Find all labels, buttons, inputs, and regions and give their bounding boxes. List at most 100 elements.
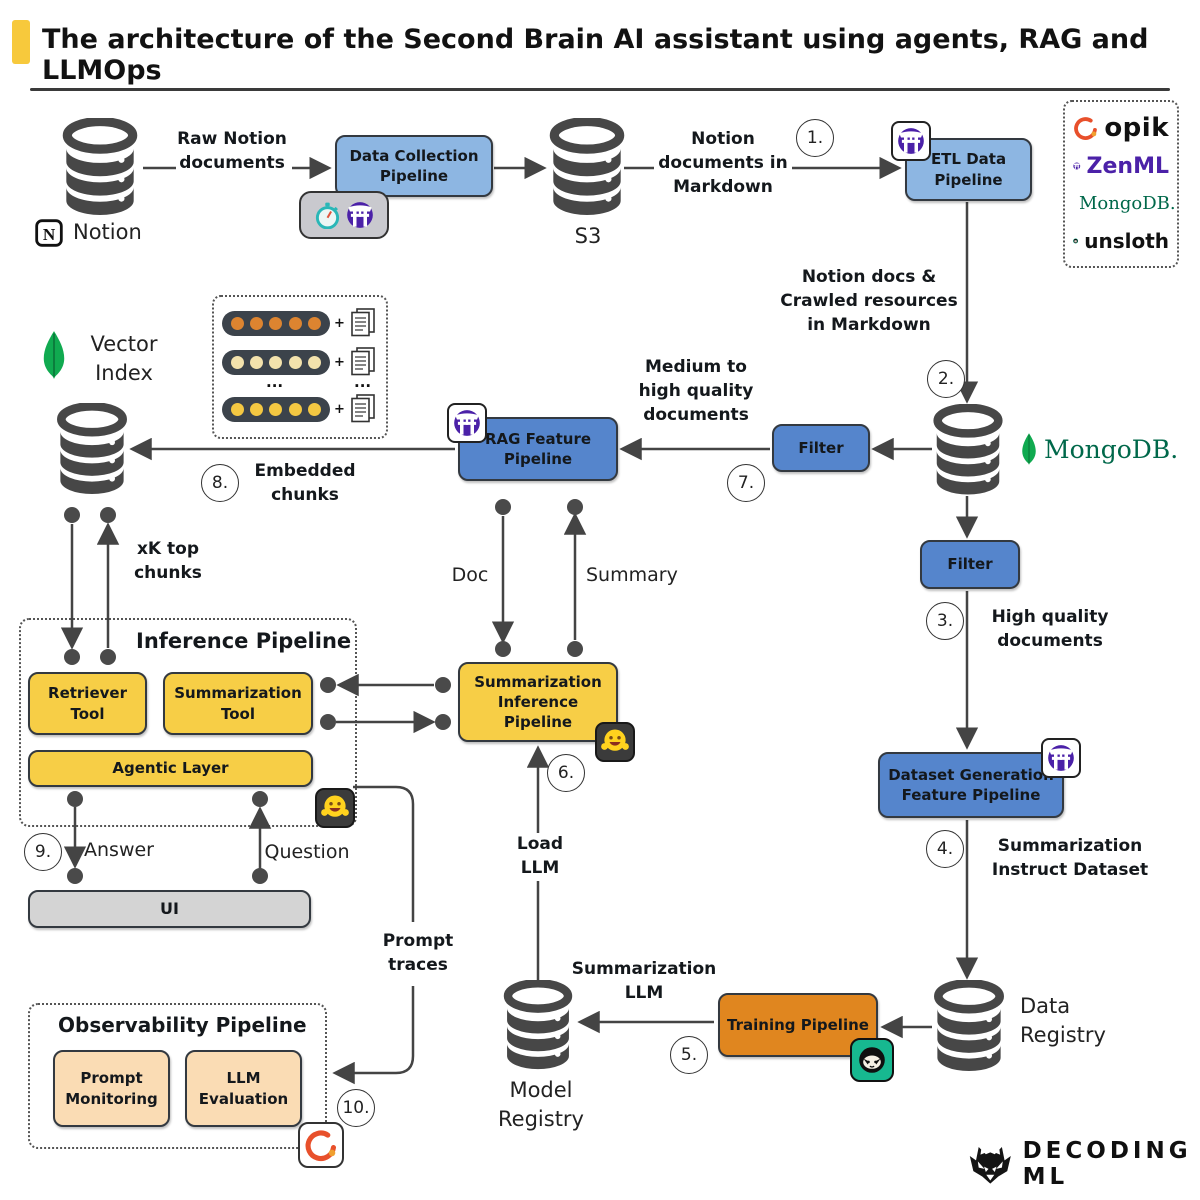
opik-logo-row: opik bbox=[1073, 113, 1169, 143]
doc-label: Doc bbox=[451, 564, 489, 586]
zenml-logo-text: ZenML bbox=[1086, 153, 1169, 179]
mongodb-side-text: MongoDB. bbox=[1044, 434, 1179, 464]
notion-database-icon bbox=[58, 118, 142, 216]
mongodb-side-logo: MongoDB. bbox=[1020, 432, 1178, 466]
step-2-circle: 2. bbox=[927, 360, 965, 398]
observability-pipeline-container bbox=[28, 1003, 327, 1149]
data-registry-label: Data Registry bbox=[1020, 994, 1106, 1048]
dataset-generation-zenml-badge bbox=[1041, 738, 1081, 778]
retriever-tool-box: Retriever Tool bbox=[28, 672, 147, 735]
rag-zenml-badge bbox=[447, 403, 487, 443]
notion-label: Notion bbox=[73, 220, 142, 245]
summary-label: Summary bbox=[586, 564, 678, 586]
load-llm-label: Load LLM bbox=[502, 833, 578, 881]
header-divider bbox=[30, 88, 1170, 91]
prompt-monitoring-box: Prompt Monitoring bbox=[53, 1050, 170, 1127]
raw-notion-docs-label: Raw Notion documents bbox=[177, 129, 287, 173]
plus-sign: + bbox=[334, 355, 345, 370]
title-accent-bar bbox=[12, 20, 30, 64]
ellipsis-label: ... bbox=[354, 373, 372, 391]
zenml-icon bbox=[898, 128, 924, 154]
page-title: The architecture of the Second Brain AI … bbox=[42, 24, 1149, 86]
embedded-chunks-label: Embedded chunks bbox=[254, 461, 356, 505]
step-7-circle: 7. bbox=[727, 464, 765, 502]
unsloth-icon bbox=[1073, 238, 1079, 244]
instruct-dataset-label: Summarization Instruct Dataset bbox=[991, 836, 1149, 880]
brand-text: DECODING ML bbox=[1022, 1138, 1192, 1190]
observability-pipeline-title: Observability Pipeline bbox=[58, 1013, 307, 1037]
document-stack-icon bbox=[350, 308, 376, 338]
mongodb-leaf-icon bbox=[1020, 432, 1038, 466]
vector-index-leaf-icon bbox=[40, 330, 68, 380]
plus-sign: + bbox=[334, 316, 345, 331]
zenml-icon bbox=[454, 410, 480, 436]
step-5-circle: 5. bbox=[670, 1036, 708, 1074]
mongodb-logo-text: MongoDB. bbox=[1079, 192, 1176, 214]
plus-sign: + bbox=[334, 402, 345, 417]
ui-box: UI bbox=[28, 890, 311, 928]
docs-markdown-label: Notion documents in Markdown bbox=[658, 129, 788, 197]
mongodb-database-icon bbox=[932, 404, 1004, 496]
step-1-circle: 1. bbox=[796, 119, 834, 157]
summarization-tool-box: Summarization Tool bbox=[163, 672, 313, 735]
step-8-circle: 8. bbox=[201, 464, 239, 502]
medium-quality-label: Medium to high quality documents bbox=[638, 357, 754, 425]
etl-zenml-badge bbox=[891, 121, 931, 161]
unsloth-logo-text: unsloth bbox=[1084, 229, 1169, 253]
unsloth-logo-row: unsloth bbox=[1073, 227, 1169, 255]
zenml-logo-row: ZenML bbox=[1073, 153, 1169, 179]
inference-huggingface-badge bbox=[315, 788, 355, 828]
tool-logos-panel: opik ZenML MongoDB. unsloth bbox=[1063, 100, 1179, 268]
training-unsloth-badge bbox=[850, 1038, 894, 1082]
observability-opik-badge bbox=[298, 1122, 344, 1168]
data-registry-database-icon bbox=[932, 980, 1006, 1072]
embedding-vector-row-1 bbox=[222, 311, 330, 336]
summarization-llm-label: Summarization LLM bbox=[571, 959, 717, 1003]
answer-label: Answer bbox=[84, 839, 154, 861]
step-10-circle: 10. bbox=[337, 1089, 375, 1127]
step-4-circle: 4. bbox=[926, 830, 964, 868]
unsloth-icon bbox=[856, 1044, 888, 1076]
inference-pipeline-title: Inference Pipeline bbox=[136, 629, 352, 653]
model-registry-label: Model Registry bbox=[498, 1078, 584, 1132]
mongodb-logo-row: MongoDB. bbox=[1073, 189, 1176, 217]
model-registry-database-icon bbox=[502, 980, 574, 1070]
vector-index-database-icon bbox=[54, 403, 130, 495]
agentic-layer-box: Agentic Layer bbox=[28, 750, 313, 787]
llm-evaluation-box: LLM Evaluation bbox=[185, 1050, 302, 1127]
embedding-vector-row-3 bbox=[222, 397, 330, 422]
document-stack-icon bbox=[350, 394, 376, 424]
stopwatch-icon bbox=[314, 202, 341, 229]
dataset-generation-pipeline-box: Dataset Generation Feature Pipeline bbox=[878, 752, 1064, 818]
xk-top-chunks-label: xK top chunks bbox=[134, 539, 202, 583]
question-label: Question bbox=[264, 841, 350, 863]
decoding-ml-logo: DECODING ML bbox=[968, 1138, 1200, 1190]
huggingface-icon bbox=[320, 793, 350, 823]
s3-database-icon bbox=[548, 118, 626, 216]
filter-box-2: Filter bbox=[920, 540, 1020, 589]
opik-icon bbox=[1073, 113, 1098, 143]
summarization-huggingface-badge bbox=[595, 722, 635, 762]
summarization-inference-pipeline-box: Summarization Inference Pipeline bbox=[458, 662, 618, 742]
high-quality-label: High quality documents bbox=[991, 607, 1109, 651]
ellipsis-label: ... bbox=[266, 373, 284, 391]
vector-index-label: Vector Index bbox=[90, 332, 158, 386]
zenml-icon bbox=[1073, 162, 1081, 170]
opik-icon bbox=[304, 1128, 338, 1162]
data-collection-pipeline-box: Data Collection Pipeline bbox=[335, 135, 493, 197]
notion-label-row: Notion bbox=[34, 218, 142, 248]
embeddings-panel: + + ... ... + bbox=[212, 295, 388, 439]
notion-logo-icon bbox=[34, 218, 64, 248]
zenml-icon bbox=[1048, 745, 1074, 771]
embedding-vector-row-2 bbox=[222, 350, 330, 375]
s3-label: S3 bbox=[574, 224, 602, 248]
crawled-resources-label: Notion docs & Crawled resources in Markd… bbox=[780, 267, 958, 335]
rag-feature-pipeline-box: RAG Feature Pipeline bbox=[458, 417, 618, 481]
step-9-circle: 9. bbox=[24, 833, 62, 871]
etl-data-pipeline-box: ETL Data Pipeline bbox=[905, 138, 1032, 201]
wolf-icon bbox=[968, 1138, 1013, 1190]
filter-box-1: Filter bbox=[772, 424, 870, 472]
opik-logo-text: opik bbox=[1104, 113, 1169, 143]
zenml-icon bbox=[347, 202, 373, 228]
